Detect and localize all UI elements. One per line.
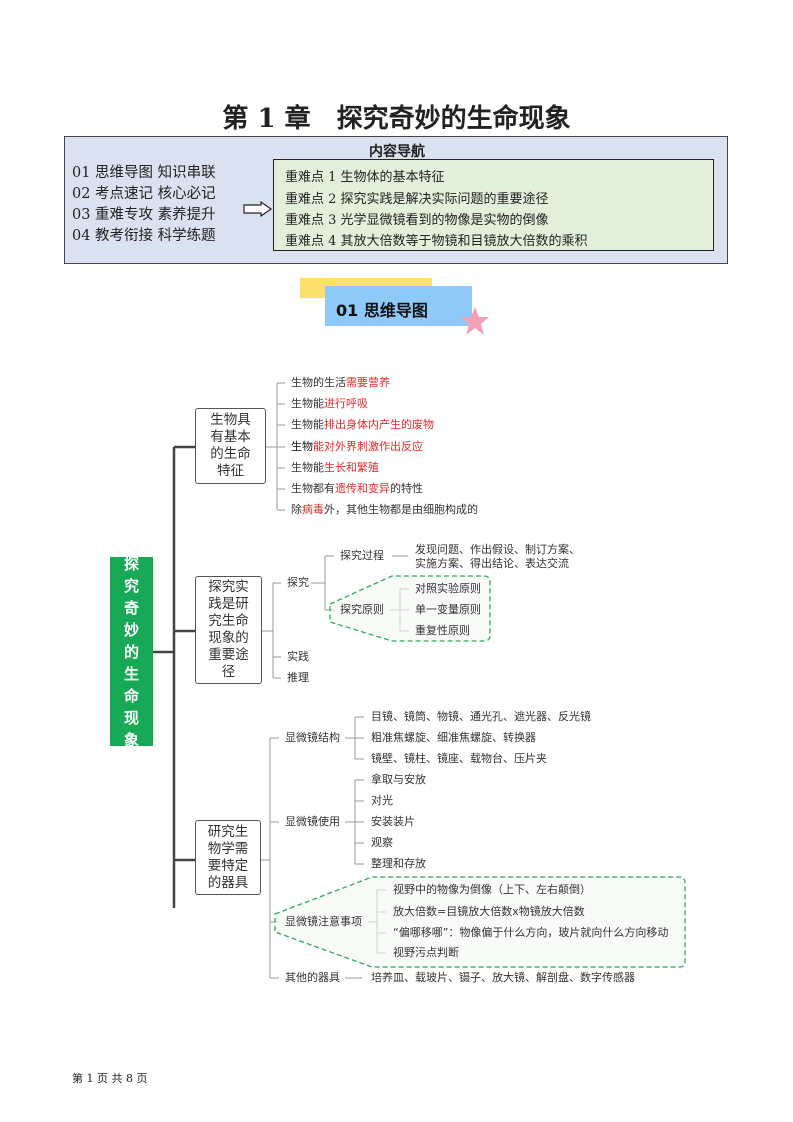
structure-item: 目镜、镜筒、物镜、通光孔、遮光器、反光镜	[371, 710, 591, 723]
characteristic-item: 生物能排出身体内产生的废物	[291, 418, 434, 431]
characteristic-item: 生物都有遗传和变异的特性	[291, 482, 423, 495]
box-line: 的生命	[210, 446, 251, 462]
principle-item: 重复性原则	[415, 624, 470, 637]
content-navigation: 内容导航 01 思维导图 知识串联 02 考点速记 核心必记 03 重难专攻 素…	[64, 136, 728, 264]
root-char: 究	[123, 576, 139, 595]
box-line: 生物具	[210, 412, 251, 428]
box-line: 践是研	[208, 596, 249, 612]
box-line: 特征	[217, 463, 244, 479]
key-point: 重难点 4 其放大倍数等于物镜和目镜放大倍数的乘积	[285, 234, 588, 249]
usage-item: 观察	[371, 836, 393, 849]
usage-item: 整理和存放	[371, 857, 426, 870]
dashed-highlight	[274, 876, 686, 968]
node-process: 探究过程	[340, 549, 384, 562]
root-char: 奇	[123, 598, 139, 617]
principle-item: 单一变量原则	[415, 603, 481, 616]
usage-item: 安装装片	[371, 815, 415, 828]
root-char: 现	[123, 708, 139, 727]
branch-box-instruments: 研究生 物学需 要特定 的器具	[195, 820, 261, 895]
usage-item: 拿取与安放	[371, 773, 426, 786]
process-text: 实施方案、得出结论、表达交流	[415, 557, 569, 570]
node-usage: 显微镜使用	[285, 815, 340, 828]
banner-label: 01 思维导图	[336, 301, 428, 320]
branch-box-characteristics: 生物具 有基本 的生命 特征	[195, 408, 266, 484]
root-char: 探	[123, 554, 139, 573]
root-char: 生	[123, 664, 139, 683]
nav-heading: 内容导航	[369, 144, 425, 160]
key-point: 重难点 3 光学显微镜看到的物像是实物的倒像	[285, 213, 549, 228]
nav-section: 04 教考衔接 科学练题	[72, 228, 216, 244]
root-char: 的	[123, 642, 139, 661]
principle-item: 对照实验原则	[415, 582, 481, 595]
process-text: 发现问题、作出假设、制订方案、	[415, 543, 580, 556]
notes-item: 视野中的物像为倒像（上下、左右颠倒）	[393, 883, 591, 896]
box-line: 研究生	[207, 823, 249, 840]
branch-box-inquiry: 探究实 践是研 究生命 现象的 重要途 径	[195, 576, 262, 684]
root-char: 命	[123, 686, 139, 705]
page-title: 第 1 章 探究奇妙的生命现象	[222, 104, 571, 134]
node-explore: 探究	[287, 576, 309, 589]
notes-item: 视野污点判断	[393, 946, 459, 959]
key-point: 重难点 1 生物体的基本特征	[285, 170, 445, 185]
box-line: 究生命	[208, 613, 249, 629]
box-line: 探究实	[208, 579, 249, 595]
notes-item: “偏哪移哪”：物像偏于什么方向，玻片就向什么方向移动	[393, 926, 669, 939]
page-footer: 第 1 页 共 8 页	[72, 1072, 148, 1085]
nav-section: 01 思维导图 知识串联	[72, 165, 216, 181]
box-line: 有基本	[210, 429, 251, 445]
key-point: 重难点 2 探究实践是解决实际问题的重要途径	[285, 192, 549, 207]
node-other: 其他的器具	[285, 971, 340, 984]
usage-item: 对光	[371, 794, 393, 807]
arrow-right-icon	[243, 201, 273, 217]
notes-item: 放大倍数=目镜放大倍数x物镜放大倍数	[393, 905, 585, 918]
characteristic-item: 生物能生长和繁殖	[291, 461, 379, 474]
structure-item: 镜壁、镜柱、镜座、载物台、压片夹	[371, 752, 547, 765]
nav-section: 03 重难专攻 素养提升	[72, 207, 216, 223]
root-char: 象	[123, 730, 139, 749]
node-practice: 实践	[287, 650, 309, 663]
characteristic-item: 生物能对外界刺激作出反应	[291, 440, 423, 453]
node-reasoning: 推理	[287, 671, 309, 684]
characteristic-item: 生物能进行呼吸	[291, 397, 368, 410]
other-text: 培养皿、载玻片、镊子、放大镜、解剖盘、数字传感器	[371, 971, 635, 984]
key-points-box: 重难点 1 生物体的基本特征 重难点 2 探究实践是解决实际问题的重要途径 重难…	[273, 159, 714, 251]
nav-section: 02 考点速记 核心必记	[72, 186, 216, 202]
node-structure: 显微镜结构	[285, 731, 340, 744]
node-principle: 探究原则	[340, 603, 384, 616]
box-line: 现象的	[208, 630, 249, 646]
node-notes: 显微镜注意事项	[285, 915, 362, 928]
box-line: 径	[221, 664, 236, 680]
box-line: 要特定	[207, 857, 249, 874]
root-char: 妙	[123, 620, 139, 639]
box-line: 重要途	[208, 647, 249, 663]
section-banner: 01 思维导图	[325, 286, 472, 326]
box-line: 物学需	[207, 840, 249, 857]
dashed-highlight	[329, 575, 491, 642]
characteristic-item: 除病毒外，其他生物都是由细胞构成的	[291, 503, 478, 516]
box-line: 的器具	[207, 874, 249, 891]
characteristic-item: 生物的生活需要营养	[291, 376, 390, 389]
star-icon	[461, 307, 489, 335]
structure-item: 粗准焦螺旋、细准焦螺旋、转换器	[371, 731, 536, 744]
mindmap-root: 探 究 奇 妙 的 生 命 现 象	[110, 555, 153, 749]
